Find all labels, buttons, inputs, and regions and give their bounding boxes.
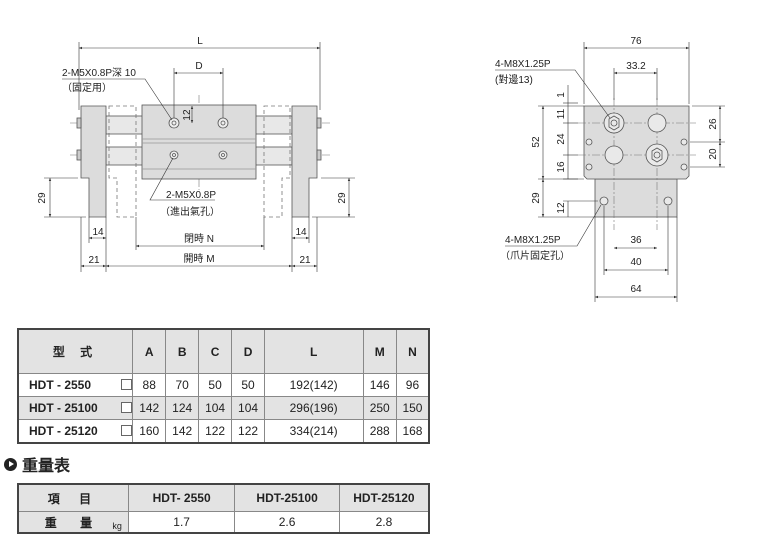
dim-N: 閉時 N <box>184 233 214 245</box>
weight-section-heading: 重量表 <box>4 452 70 476</box>
play-circle-icon <box>4 457 17 471</box>
callout-bottom-purpose: （爪片固定孔） <box>500 249 570 262</box>
dim-36: 36 <box>630 235 642 246</box>
cell-N: 96 <box>395 373 430 397</box>
header-model: HDT- 2550 <box>127 483 236 512</box>
spec-header-row: 型 式 A B C D L M N <box>17 328 430 374</box>
weight-section-title: 重量表 <box>22 458 71 475</box>
unit-label: kg <box>112 521 122 531</box>
cell-D: 122 <box>231 419 265 444</box>
cell-L: 334(214) <box>263 419 364 444</box>
header-item: 項 目 <box>17 483 129 512</box>
cell-B: 70 <box>165 373 199 397</box>
callout-top-across-flats: (對邊13) <box>495 73 533 86</box>
dim-40: 40 <box>630 257 642 268</box>
model-cell: HDT - 25120 <box>17 419 133 444</box>
header-A: A <box>131 328 167 374</box>
dim-11: 11 <box>556 108 567 119</box>
dim-1: 1 <box>556 92 567 98</box>
dim-12: 12 <box>182 109 193 121</box>
dim-16: 16 <box>556 161 567 173</box>
side-view-labels: 76 33.2 1 11 24 16 52 29 12 26 20 36 40 … <box>495 36 719 295</box>
cell-N: 168 <box>395 419 430 444</box>
cell-L: 192(142) <box>263 373 364 397</box>
left-jaw <box>80 105 107 218</box>
dim-14-right: 14 <box>295 227 307 238</box>
table-row: HDT - 2550 88 70 50 50 192(142) 146 96 <box>17 373 430 397</box>
dim-76: 76 <box>630 36 642 47</box>
side-view <box>495 42 725 302</box>
cell-M: 146 <box>362 373 397 397</box>
header-model: HDT-25100 <box>234 483 340 512</box>
front-view-labels: L D 12 29 29 14 14 21 21 閉時 N 開時 M 2-M5X… <box>37 36 348 266</box>
front-view <box>44 42 355 272</box>
cell-L: 296(196) <box>263 396 364 420</box>
table-row: HDT - 25100 142 124 104 104 296(196) 250… <box>17 396 430 420</box>
callout-port-thread: 2-M5X0.8P <box>166 190 216 201</box>
dim-33-2: 33.2 <box>626 61 646 72</box>
cell-D: 104 <box>231 396 265 420</box>
cell-A: 88 <box>131 373 167 397</box>
cell-B: 142 <box>165 419 199 444</box>
cell-B: 124 <box>165 396 199 420</box>
callout-port-purpose: （進出氣孔） <box>160 205 220 218</box>
checkbox-icon <box>121 379 132 390</box>
cell-C: 122 <box>197 419 233 444</box>
weight-value: 1.7 <box>127 511 236 534</box>
cell-N: 150 <box>395 396 430 420</box>
cell-A: 160 <box>131 419 167 444</box>
header-D: D <box>231 328 265 374</box>
weight-value: 2.8 <box>338 511 430 534</box>
header-model: 型 式 <box>17 328 133 374</box>
callout-mount-thread: 2-M5X0.8P深 10 <box>62 67 136 79</box>
dim-29: 29 <box>531 192 542 204</box>
cell-M: 250 <box>362 396 397 420</box>
dim-64: 64 <box>630 284 642 295</box>
model-cell: HDT - 2550 <box>17 373 133 397</box>
weight-header-row: 項 目 HDT- 2550 HDT-25100 HDT-25120 <box>17 483 430 512</box>
header-B: B <box>165 328 199 374</box>
cell-M: 288 <box>362 419 397 444</box>
cell-A: 142 <box>131 396 167 420</box>
dim-M: 開時 M <box>183 253 214 265</box>
header-model: HDT-25120 <box>338 483 430 512</box>
dim-20: 20 <box>708 148 719 160</box>
jaw-plate <box>594 178 678 218</box>
header-L: L <box>263 328 364 374</box>
dim-24: 24 <box>556 133 567 145</box>
end-plate <box>583 105 690 180</box>
weight-value: 2.6 <box>234 511 340 534</box>
header-N: N <box>395 328 430 374</box>
technical-drawing: L D 12 29 29 14 14 21 21 閉時 N 開時 M 2-M5X… <box>37 36 725 302</box>
cylinder-body <box>141 104 257 180</box>
dim-14-left: 14 <box>92 227 104 238</box>
dim-D: D <box>195 61 202 72</box>
right-jaw <box>291 105 318 218</box>
dim-21-left: 21 <box>88 255 100 266</box>
dim-29-right: 29 <box>337 192 348 204</box>
dim-29-left: 29 <box>37 192 48 204</box>
model-cell: HDT - 25100 <box>17 396 133 420</box>
callout-bottom-thread: 4-M8X1.25P <box>505 235 561 246</box>
callout-top-thread: 4-M8X1.25P <box>495 59 551 70</box>
dim-21-right: 21 <box>299 255 311 266</box>
table-row: HDT - 25120 160 142 122 122 334(214) 288… <box>17 419 430 444</box>
dim-12: 12 <box>556 202 567 214</box>
checkbox-icon <box>121 402 132 413</box>
spec-table: 型 式 A B C D L M N HDT - 2550 88 70 50 50… <box>17 328 430 444</box>
dim-L: L <box>197 36 203 47</box>
cell-D: 50 <box>231 373 265 397</box>
header-C: C <box>197 328 233 374</box>
cell-C: 50 <box>197 373 233 397</box>
dim-52: 52 <box>531 136 542 148</box>
checkbox-icon <box>121 425 132 436</box>
cell-C: 104 <box>197 396 233 420</box>
callout-mount-purpose: （固定用） <box>62 81 112 94</box>
header-M: M <box>362 328 397 374</box>
dim-26: 26 <box>708 118 719 130</box>
